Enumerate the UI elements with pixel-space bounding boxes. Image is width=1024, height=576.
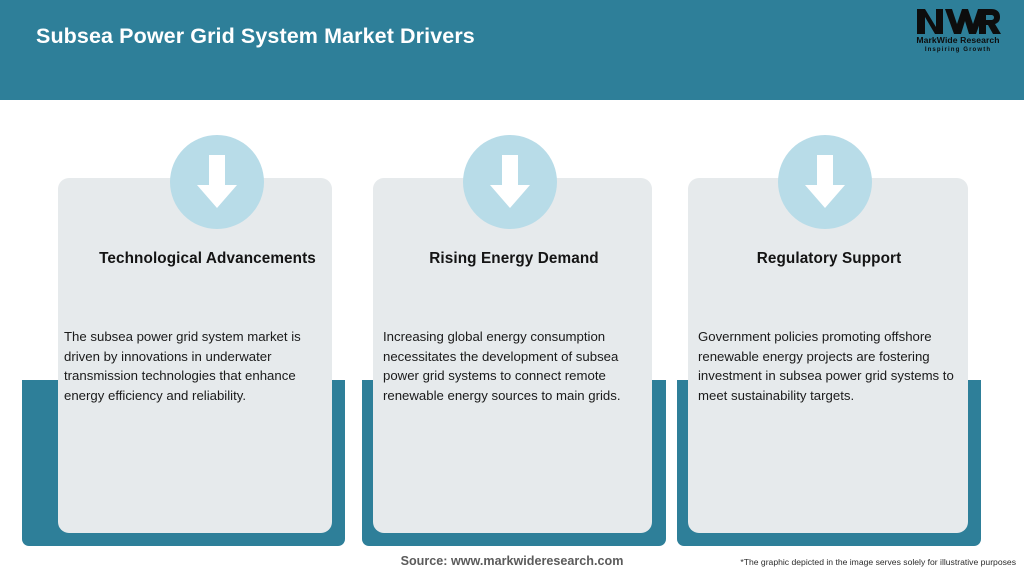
- card-title: Technological Advancements: [99, 250, 316, 267]
- driver-card-2: Rising Energy Demand Increasing global e…: [362, 100, 666, 546]
- source-attribution: Source: www.markwideresearch.com: [400, 554, 624, 568]
- driver-card-1: Technological Advancements The subsea po…: [22, 100, 345, 546]
- illustrative-disclaimer: *The graphic depicted in the image serve…: [740, 557, 1016, 567]
- card-panel: [373, 178, 652, 533]
- driver-card-3: Regulatory Support Government policies p…: [677, 100, 981, 546]
- arrow-down-icon: [170, 135, 264, 229]
- page-title: Subsea Power Grid System Market Drivers: [36, 24, 475, 48]
- header-bar: [0, 0, 1024, 100]
- driver-cards-container: Technological Advancements The subsea po…: [0, 100, 1024, 546]
- card-panel: [688, 178, 968, 533]
- card-title: Regulatory Support: [756, 250, 902, 267]
- card-body-text: Increasing global energy consumption nec…: [383, 329, 621, 403]
- card-body-text: Government policies promoting offshore r…: [698, 329, 954, 403]
- mwr-monogram-icon: [917, 9, 1001, 34]
- logo-company-name: MarkWide Research: [916, 35, 1000, 45]
- card-panel: [58, 178, 332, 533]
- arrow-down-icon: [463, 135, 557, 229]
- card-body-text: The subsea power grid system market is d…: [64, 329, 301, 403]
- arrow-down-icon: [778, 135, 872, 229]
- logo-tagline: Inspiring Growth: [924, 46, 992, 53]
- card-title: Rising Energy Demand: [429, 250, 599, 267]
- brand-logo: MarkWide Research Inspiring Growth: [906, 6, 1010, 60]
